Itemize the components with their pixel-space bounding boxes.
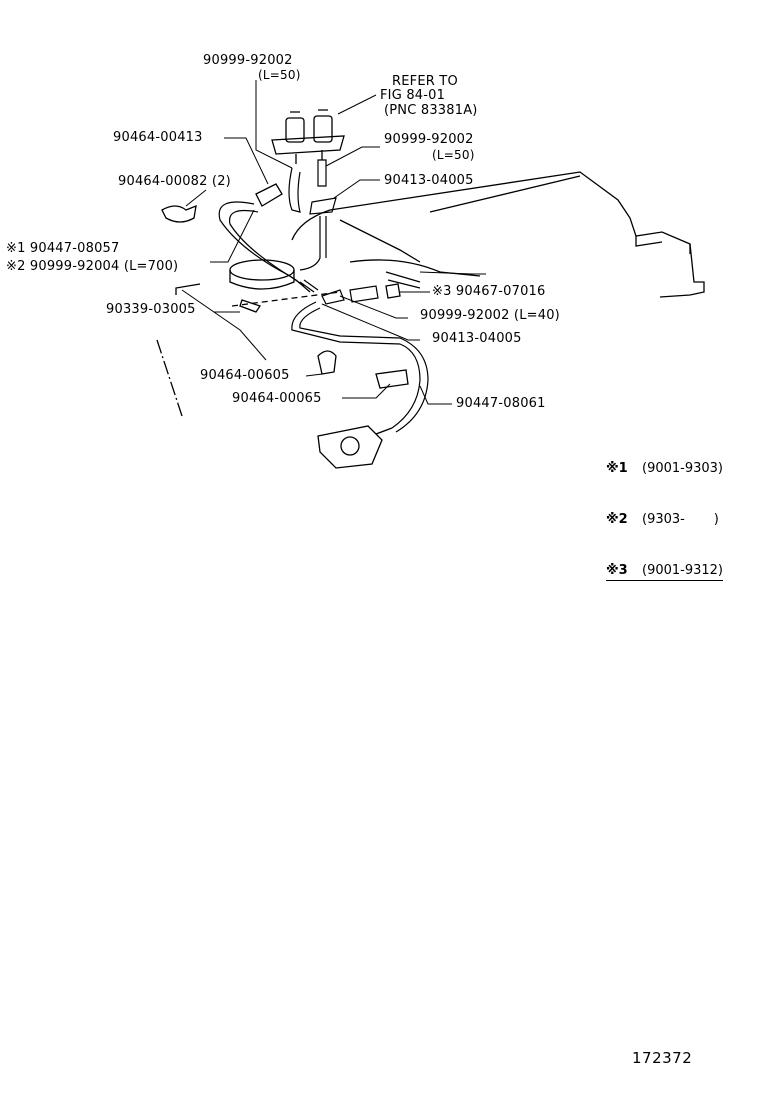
legend-row: ※3 (9001-9312) xyxy=(606,562,724,581)
dashed-reference-line xyxy=(231,291,341,307)
part-label-90999-92002-low: 90999-92002 (L=40) xyxy=(420,308,560,323)
part-label-90999-92002-mid: 90999-92002 xyxy=(384,132,474,147)
part-label-90413-04005-low: 90413-04005 xyxy=(432,331,522,346)
part-label-90339-03005: 90339-03005 xyxy=(106,302,196,317)
legend-mark: ※2 xyxy=(606,512,628,527)
legend-range: (9001-9312) xyxy=(642,563,724,578)
part-label-90464-00082: 90464-00082 (2) xyxy=(118,174,231,189)
clamps xyxy=(161,183,409,389)
part-label-90464-00413: 90464-00413 xyxy=(113,130,203,145)
part-label-90999-92002-top: 90999-92002 xyxy=(203,53,293,68)
legend-mark: ※3 xyxy=(606,563,628,578)
vacuum-hoses xyxy=(218,159,429,433)
part-label-90413-04005-top: 90413-04005 xyxy=(384,173,474,188)
refer-fig-label: FIG 84-01 xyxy=(380,88,446,103)
part-label-90447-08061: 90447-08061 xyxy=(456,396,546,411)
legend-row: ※1 (9001-9303) xyxy=(606,460,723,477)
reference-line xyxy=(156,339,183,417)
engine-block-outline xyxy=(291,171,705,298)
part-length-mid: (L=50) xyxy=(432,148,475,162)
legend-range: (9303- ) xyxy=(642,512,719,527)
part-label-90464-00605: 90464-00605 xyxy=(200,368,290,383)
part-label-90999-92004: ※2 90999-92004 (L=700) xyxy=(6,259,179,274)
vacuum-sensor xyxy=(317,425,393,469)
legend-range: (9001-9303) xyxy=(642,461,724,476)
applicability-legend: ※1 (9001-9303) ※2 (9303- ) ※3 (9001-9312) xyxy=(606,426,724,598)
refer-to-label: REFER TO xyxy=(392,74,458,89)
legend-row: ※2 (9303- ) xyxy=(606,511,723,528)
part-label-90467-07016: ※3 90467-07016 xyxy=(432,284,546,299)
figure-number: 172372 xyxy=(632,1049,693,1067)
refer-pnc-label: (PNC 83381A) xyxy=(384,103,478,118)
leader-lines xyxy=(181,80,486,405)
legend-mark: ※1 xyxy=(606,461,628,476)
part-label-90447-08057: ※1 90447-08057 xyxy=(6,241,120,256)
canister-body xyxy=(175,259,295,295)
part-length-top: (L=50) xyxy=(258,68,301,82)
part-label-90464-00065: 90464-00065 xyxy=(232,391,322,406)
vsv-valve-units xyxy=(271,109,345,164)
